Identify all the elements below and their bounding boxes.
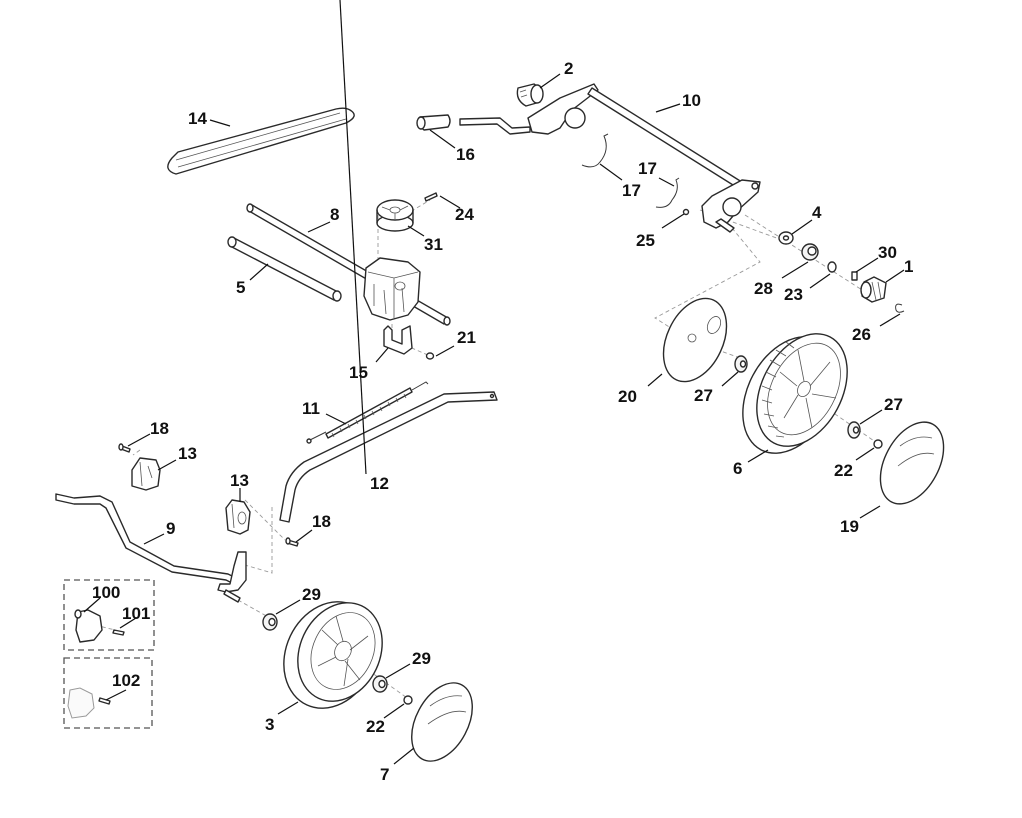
gearbox-pulley-part[interactable]: [376, 199, 414, 232]
callout-12[interactable]: 12: [370, 474, 389, 493]
kit-100-box: [63, 579, 155, 651]
drive-pinion-part[interactable]: [860, 276, 887, 303]
connecting-rod-part[interactable]: [279, 391, 498, 523]
screw-part-left[interactable]: [118, 443, 131, 453]
rear-bearing-part-outer[interactable]: [847, 421, 861, 439]
callout-101[interactable]: 101: [122, 604, 150, 623]
callout-17-a[interactable]: 17: [622, 181, 641, 200]
front-axle-part[interactable]: [55, 493, 247, 603]
callout-23[interactable]: 23: [784, 285, 803, 304]
callout-15[interactable]: 15: [349, 363, 368, 382]
callout-28[interactable]: 28: [754, 279, 773, 298]
o-ring-part[interactable]: [827, 261, 837, 273]
callout-2[interactable]: 2: [564, 59, 573, 78]
gearbox-bracket-part[interactable]: [383, 325, 413, 355]
callout-3[interactable]: 3: [265, 715, 274, 734]
callout-13-b[interactable]: 13: [230, 471, 249, 490]
axle-bracket-part-left[interactable]: [131, 457, 161, 491]
callout-22-a[interactable]: 22: [834, 461, 853, 480]
spring-clip-part-1[interactable]: [581, 133, 609, 168]
height-adjuster-kit-part[interactable]: [74, 609, 103, 643]
callout-19[interactable]: 19: [840, 517, 859, 536]
rear-wheel-nut-part[interactable]: [873, 439, 883, 449]
callout-18-b[interactable]: 18: [312, 512, 331, 531]
lever-grip-part[interactable]: [416, 114, 531, 135]
callout-26[interactable]: 26: [852, 325, 871, 344]
callout-18-a[interactable]: 18: [150, 419, 169, 438]
callout-21[interactable]: 21: [457, 328, 476, 347]
callout-9[interactable]: 9: [166, 519, 175, 538]
rear-bearing-part-inner[interactable]: [734, 355, 748, 373]
callout-5[interactable]: 5: [236, 278, 245, 297]
adjuster-screw-part[interactable]: [112, 629, 125, 636]
bracket-screw-part[interactable]: [425, 352, 435, 360]
pulley-pin-part[interactable]: [424, 192, 438, 202]
callout-27-b[interactable]: 27: [884, 395, 903, 414]
callout-27-a[interactable]: 27: [694, 386, 713, 405]
callout-16[interactable]: 16: [456, 145, 475, 164]
rear-axle-tube-part[interactable]: [227, 236, 342, 302]
callout-31[interactable]: 31: [424, 235, 443, 254]
axle-bracket-part-right[interactable]: [225, 499, 251, 535]
screw-part-right[interactable]: [285, 537, 299, 547]
callout-30[interactable]: 30: [878, 243, 897, 262]
callout-22-b[interactable]: 22: [366, 717, 385, 736]
callout-labels: 14 2 10 16 17 17 24 8 31 4 30 1 25 28 23…: [92, 59, 913, 784]
front-bearing-part-outer[interactable]: [372, 675, 388, 693]
front-hub-cap-part[interactable]: [399, 673, 484, 772]
callout-14[interactable]: 14: [188, 109, 207, 128]
callout-29-a[interactable]: 29: [302, 585, 321, 604]
spring-clip-part-2[interactable]: [655, 177, 680, 208]
callout-11[interactable]: 11: [302, 399, 320, 418]
leader-lines: [83, 0, 905, 765]
front-wheel-part[interactable]: [267, 587, 398, 724]
gearbox-part[interactable]: [363, 257, 421, 321]
upper-pinion-part[interactable]: [516, 83, 544, 107]
rear-wheel-part[interactable]: [724, 318, 866, 469]
kit-102-box: [63, 657, 153, 729]
front-bearing-part-inner[interactable]: [262, 613, 278, 631]
callout-10[interactable]: 10: [682, 91, 701, 110]
rear-wheel-guard-disc-part[interactable]: [651, 288, 739, 391]
callout-17-b[interactable]: 17: [638, 159, 657, 178]
alternate-adjuster-part: [67, 687, 95, 719]
callout-8[interactable]: 8: [330, 205, 339, 224]
small-clip-part[interactable]: [682, 208, 690, 216]
rear-hub-cap-part[interactable]: [868, 411, 957, 514]
callout-100[interactable]: 100: [92, 583, 120, 602]
callout-6[interactable]: 6: [733, 459, 742, 478]
callout-20[interactable]: 20: [618, 387, 637, 406]
callout-7[interactable]: 7: [380, 765, 389, 784]
rear-height-lever-part[interactable]: [527, 83, 761, 233]
callout-4[interactable]: 4: [812, 203, 822, 222]
key-part[interactable]: [851, 271, 858, 281]
callout-13-a[interactable]: 13: [178, 444, 197, 463]
front-wheel-nut-part[interactable]: [403, 695, 413, 705]
v-belt-part[interactable]: [167, 107, 355, 175]
callout-29-b[interactable]: 29: [412, 649, 431, 668]
callout-24[interactable]: 24: [455, 205, 474, 224]
bearing-part[interactable]: [801, 243, 819, 261]
circlip-part[interactable]: [895, 303, 905, 313]
washer-part[interactable]: [778, 231, 794, 245]
tension-spring-part[interactable]: [306, 381, 429, 444]
callout-25[interactable]: 25: [636, 231, 655, 250]
callout-102[interactable]: 102: [112, 671, 140, 690]
callout-1[interactable]: 1: [904, 257, 913, 276]
